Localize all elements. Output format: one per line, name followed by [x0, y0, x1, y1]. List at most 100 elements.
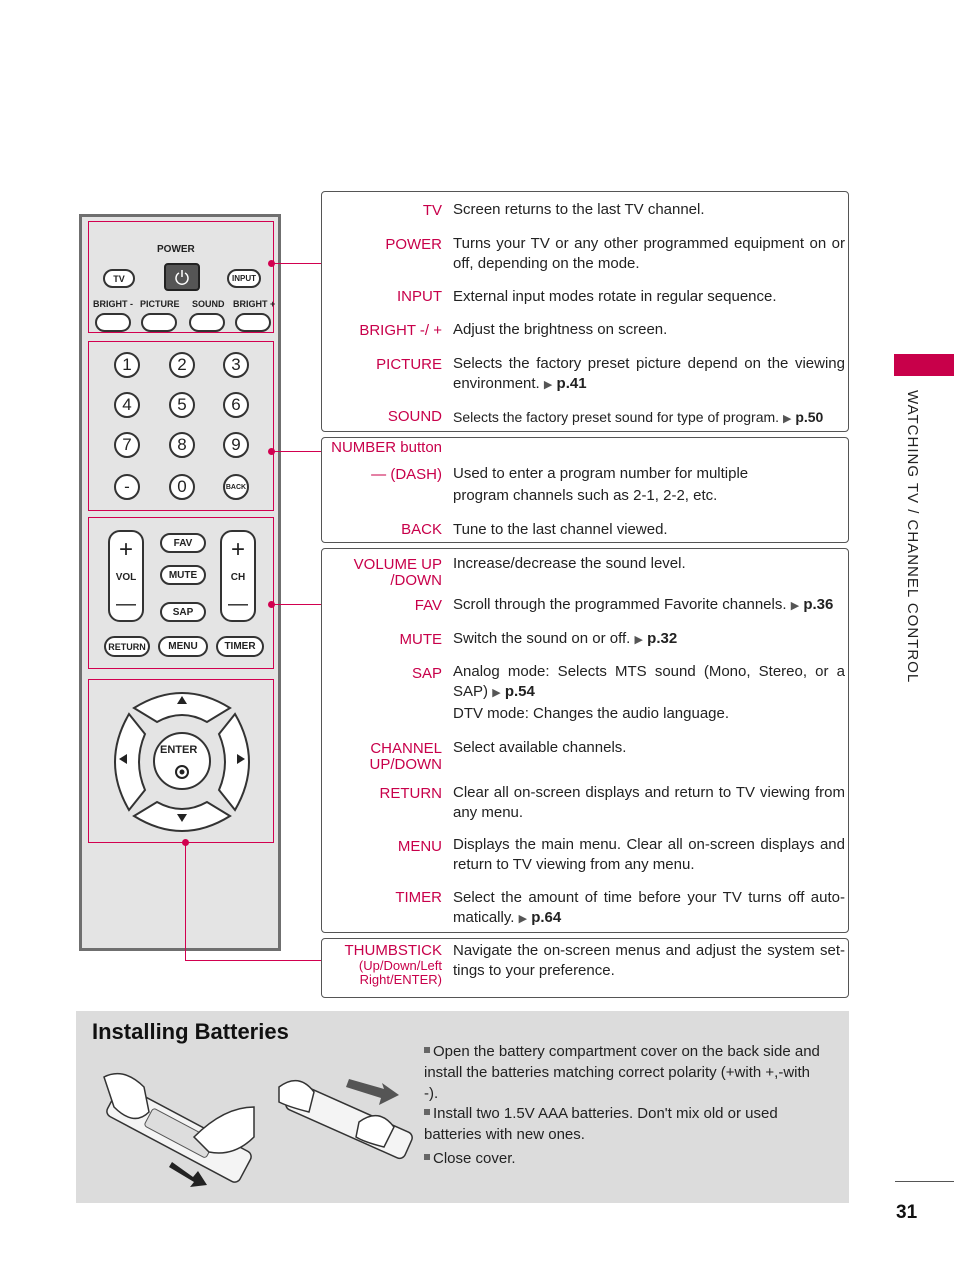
timer-key: TIMER — [395, 889, 442, 906]
mute-desc-block: Switch the sound on or off. ▶ p.32 — [453, 629, 845, 650]
battery-item-1-text: Open the battery compartment cover on th… — [424, 1043, 820, 1102]
power-key: POWER — [385, 236, 442, 253]
sound-ref: p.50 — [795, 409, 824, 425]
volume-down-icon[interactable]: — — [116, 593, 136, 615]
dash-desc-2: program channels such as 2-1, 2-2, etc. — [453, 487, 718, 504]
bright-plus-button[interactable] — [235, 313, 271, 332]
tv-key: TV — [422, 202, 442, 219]
return-button[interactable]: RETURN — [104, 636, 150, 657]
sound-key: SOUND — [387, 408, 442, 425]
volume-rocker[interactable]: + VOL — — [108, 530, 144, 622]
picture-button[interactable] — [141, 313, 177, 332]
input-desc: External input modes rotate in regular s… — [453, 288, 777, 305]
sap-ref-arrow-icon: ▶ — [492, 687, 501, 699]
battery-section: Installing Batteries Open the battery co… — [76, 1011, 849, 1203]
timer-button[interactable]: TIMER — [216, 636, 264, 657]
number-button-key: NUMBER button — [331, 439, 442, 456]
sound-label: SOUND — [192, 299, 225, 309]
volume-key-2: /DOWN — [390, 572, 442, 589]
mute-ref: p.32 — [647, 630, 678, 647]
connector-dot-4 — [182, 839, 189, 846]
power-button[interactable] — [164, 263, 200, 291]
picture-ref: p.41 — [556, 375, 587, 392]
description-panel-1 — [321, 191, 849, 432]
remote-volume-section: + VOL — + CH — FAV MUTE SAP RETURN MENU … — [88, 517, 274, 669]
connector-dot-3 — [268, 601, 275, 608]
menu-desc: Displays the main menu. Clear all on-scr… — [453, 836, 845, 873]
page-number: 31 — [896, 1202, 918, 1223]
tv-desc: Screen returns to the last TV channel. — [453, 201, 705, 218]
timer-ref: p.64 — [531, 909, 562, 926]
picture-label: PICTURE — [140, 299, 180, 309]
battery-item-2: Install two 1.5V AAA batteries. Don't mi… — [424, 1103, 824, 1145]
description-panel-3 — [321, 548, 849, 933]
page-number-rule — [895, 1181, 954, 1182]
mute-button[interactable]: MUTE — [160, 565, 206, 585]
bright-minus-button[interactable] — [95, 313, 131, 332]
number-3-button[interactable]: 3 — [223, 352, 249, 378]
sap-desc-block: Analog mode: Selects MTS sound (Mono, St… — [453, 662, 845, 703]
mute-ref-arrow-icon: ▶ — [634, 634, 643, 646]
channel-up-icon[interactable]: + — [230, 536, 245, 563]
number-0-button[interactable]: 0 — [169, 474, 195, 500]
return-desc: Clear all on-screen displays and return … — [453, 784, 845, 821]
picture-desc-block: Selects the factory preset picture depen… — [453, 354, 845, 395]
volume-up-icon[interactable]: + — [118, 536, 133, 563]
bright-minus-label: BRIGHT - — [93, 299, 133, 309]
connector-line-3 — [272, 604, 322, 605]
back-key: BACK — [401, 521, 442, 538]
volume-key-1: VOLUME UP — [353, 556, 442, 573]
power-desc: Turns your TV or any other programmed eq… — [453, 235, 845, 272]
bullet-square-icon — [424, 1047, 430, 1053]
menu-key: MENU — [397, 838, 442, 855]
channel-down-icon[interactable]: — — [228, 593, 248, 615]
battery-item-3-text: Close cover. — [433, 1150, 516, 1167]
tv-button[interactable]: TV — [103, 269, 135, 288]
input-key: INPUT — [397, 288, 442, 305]
mute-desc: Switch the sound on or off. — [453, 630, 631, 647]
number-8-button[interactable]: 8 — [169, 432, 195, 458]
number-1-button[interactable]: 1 — [114, 352, 140, 378]
fav-ref: p.36 — [803, 596, 834, 613]
bright-plus-label: BRIGHT + — [233, 299, 276, 309]
thumbstick-sub-2: Right/ENTER) — [359, 972, 442, 987]
dash-button[interactable]: - — [114, 474, 140, 500]
bullet-square-icon — [424, 1154, 430, 1160]
fav-button[interactable]: FAV — [160, 533, 206, 553]
picture-key: PICTURE — [376, 356, 442, 373]
number-7-button[interactable]: 7 — [114, 432, 140, 458]
sap-key: SAP — [411, 665, 442, 682]
bright-desc: Adjust the brightness on screen. — [453, 321, 668, 338]
sap-button[interactable]: SAP — [160, 602, 206, 622]
sound-button[interactable] — [189, 313, 225, 332]
thumbstick-pad[interactable] — [89, 680, 275, 844]
connector-line-4 — [185, 843, 323, 961]
sap-ref: p.54 — [504, 683, 535, 700]
ch-label: CH — [230, 572, 246, 583]
remote-illustration: POWER TV INPUT BRIGHT - PICTURE SOUND BR… — [79, 214, 281, 951]
power-icon — [175, 270, 189, 285]
picture-desc: Selects the factory preset picture depen… — [453, 355, 845, 392]
sap-desc-2: DTV mode: Changes the audio language. — [453, 705, 730, 722]
picture-ref-arrow-icon: ▶ — [543, 379, 553, 391]
number-4-button[interactable]: 4 — [114, 392, 140, 418]
mute-key: MUTE — [399, 631, 443, 648]
menu-button[interactable]: MENU — [158, 636, 208, 657]
thumbstick-desc: Navigate the on-screen menus and adjust … — [453, 942, 845, 979]
input-button[interactable]: INPUT — [227, 269, 261, 288]
number-2-button[interactable]: 2 — [169, 352, 195, 378]
remote-thumbstick-section: ENTER — [88, 679, 274, 843]
number-9-button[interactable]: 9 — [223, 432, 249, 458]
description-panel-4 — [321, 938, 849, 998]
sound-ref-arrow-icon: ▶ — [782, 413, 792, 425]
number-6-button[interactable]: 6 — [223, 392, 249, 418]
channel-desc: Select available channels. — [453, 739, 627, 756]
fav-key: FAV — [414, 597, 442, 614]
battery-item-1: Open the battery compartment cover on th… — [424, 1041, 824, 1104]
back-button[interactable]: BACK — [223, 474, 249, 500]
timer-desc-block: Select the amount of time before your TV… — [453, 888, 845, 929]
connector-dot-1 — [268, 260, 275, 267]
channel-rocker[interactable]: + CH — — [220, 530, 256, 622]
number-5-button[interactable]: 5 — [169, 392, 195, 418]
fav-desc: Scroll through the programmed Favorite c… — [453, 596, 787, 613]
